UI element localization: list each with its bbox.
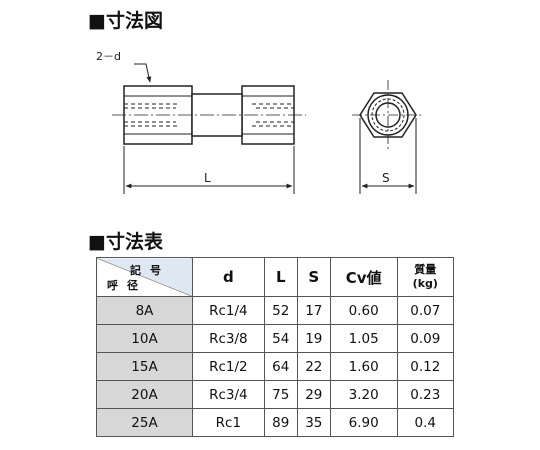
header-symbol-label: 記号: [130, 264, 170, 277]
header-l: L: [263, 257, 298, 297]
l-cell: 54: [263, 324, 298, 353]
s-cell: 29: [296, 380, 331, 409]
table-row: 25A Rc1 89 35 6.90 0.4: [96, 408, 455, 437]
nominal-size-cell: 20A: [96, 380, 193, 409]
length-dimension: [123, 146, 295, 194]
l-cell: 75: [263, 380, 298, 409]
mass-cell: 0.09: [396, 324, 455, 353]
width-dimension: [359, 118, 417, 194]
header-d: d: [192, 257, 265, 297]
mass-cell: 0.12: [396, 352, 455, 381]
dimension-drawing: 2－d L S: [96, 50, 424, 194]
l-cell: 64: [263, 352, 298, 381]
dimension-table-title: ■寸法表: [88, 231, 163, 253]
header-mass-label: 質量: [414, 263, 437, 276]
l-cell: 89: [263, 408, 298, 437]
header-corner-cell: 記号 呼径: [96, 257, 193, 297]
width-label: S: [382, 171, 390, 185]
table-row: 20A Rc3/4 75 29 3.20 0.23: [96, 380, 455, 409]
mass-cell: 0.4: [396, 408, 455, 437]
thread-callout: 2－d: [96, 50, 121, 63]
dimension-drawing-title: ■寸法図: [88, 10, 163, 32]
cv-cell: 1.05: [329, 324, 398, 353]
cv-cell: 0.60: [329, 296, 398, 325]
s-cell: 17: [296, 296, 331, 325]
length-label: L: [204, 171, 211, 185]
l-cell: 52: [263, 296, 298, 325]
callout-leader: [134, 63, 152, 83]
header-nominal-size-label: 呼径: [107, 279, 147, 292]
header-mass: 質量 (kg): [396, 257, 455, 297]
cv-cell: 3.20: [329, 380, 398, 409]
table-row: 15A Rc1/2 64 22 1.60 0.12: [96, 352, 455, 381]
table-row: 8A Rc1/4 52 17 0.60 0.07: [96, 296, 455, 325]
end-view: [352, 80, 424, 150]
nominal-size-cell: 15A: [96, 352, 193, 381]
nominal-size-cell: 8A: [96, 296, 193, 325]
side-view: [112, 85, 306, 145]
mass-cell: 0.07: [396, 296, 455, 325]
d-cell: Rc1/4: [192, 296, 265, 325]
d-cell: Rc3/8: [192, 324, 265, 353]
header-cv: Cv値: [329, 257, 398, 297]
table-row: 10A Rc3/8 54 19 1.05 0.09: [96, 324, 455, 353]
d-cell: Rc1/2: [192, 352, 265, 381]
d-cell: Rc3/4: [192, 380, 265, 409]
s-cell: 22: [296, 352, 331, 381]
nominal-size-cell: 10A: [96, 324, 193, 353]
table-header-row: 記号 呼径 d L S Cv値 質量 (kg): [96, 257, 455, 297]
d-cell: Rc1: [192, 408, 265, 437]
cv-cell: 1.60: [329, 352, 398, 381]
nominal-size-cell: 25A: [96, 408, 193, 437]
cv-cell: 6.90: [329, 408, 398, 437]
dimension-table: 記号 呼径 d L S Cv値 質量 (kg) 8A Rc1/4 52 17 0…: [96, 257, 455, 437]
s-cell: 35: [296, 408, 331, 437]
mass-cell: 0.23: [396, 380, 455, 409]
header-mass-unit: (kg): [412, 277, 438, 290]
s-cell: 19: [296, 324, 331, 353]
header-s: S: [296, 257, 331, 297]
